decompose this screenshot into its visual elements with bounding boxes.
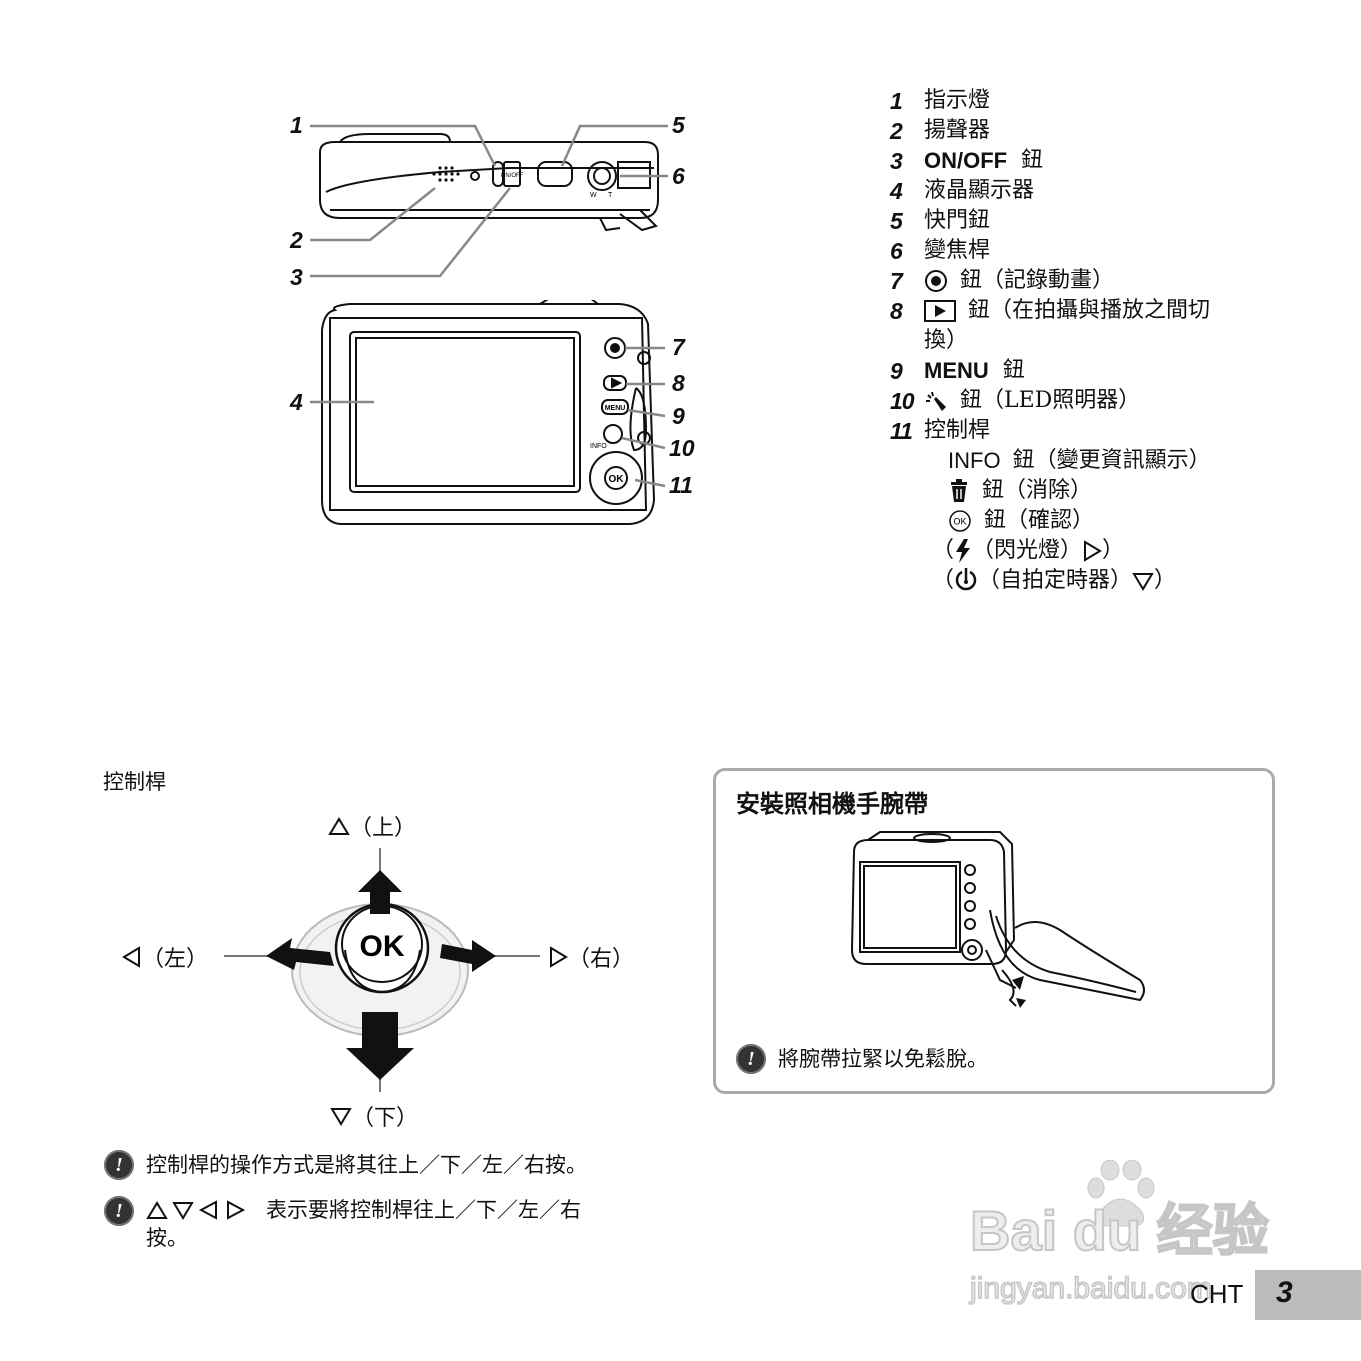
led-illuminator-icon	[926, 391, 946, 411]
page-number-bar	[1255, 1270, 1361, 1320]
callout-9: 9	[672, 403, 685, 429]
callout-10: 10	[669, 435, 695, 461]
callout-6: 6	[672, 163, 685, 189]
camera-back-view: MENU INFO OK	[310, 300, 666, 525]
direction-triangles-icon	[146, 1200, 246, 1220]
zoom-t-label: T	[608, 192, 613, 199]
self-timer-icon	[955, 568, 977, 591]
caution-icon: !	[736, 1044, 766, 1074]
page-number: 3	[1276, 1276, 1293, 1309]
zoom-w-label: W	[590, 192, 597, 199]
ok-button-label: OK	[360, 930, 405, 963]
direction-left-label: （左）	[122, 941, 208, 973]
sub-item-flash: （ （閃光燈） ）	[932, 538, 1125, 563]
ok-icon: OK	[949, 510, 971, 532]
direction-down-label: （下）	[330, 1100, 418, 1132]
control-heading: 控制桿	[103, 771, 166, 794]
direction-up-label: （上）	[328, 810, 416, 842]
down-triangle-icon	[1132, 573, 1154, 591]
left-triangle-icon	[122, 946, 140, 968]
direction-right-label: （右）	[548, 941, 634, 973]
sub-item-trash: 鈕（消除）	[890, 476, 1290, 506]
camera-top-view: ON/OFF W T	[310, 124, 668, 278]
down-triangle-icon	[330, 1108, 352, 1126]
menu-mini-label: MENU	[605, 405, 626, 412]
watermark-url: jingyan.baidu.com	[969, 1272, 1212, 1305]
callout-3: 3	[290, 264, 303, 290]
language-code: CHT	[1190, 1279, 1244, 1309]
list-item: 10 鈕（LED照明器）	[890, 388, 1141, 414]
control-dial-diagram: OK	[224, 848, 540, 1092]
movie-record-icon	[925, 270, 947, 292]
flash-icon	[956, 539, 971, 563]
callout-7: 7	[672, 334, 685, 360]
caution-icon: !	[104, 1196, 134, 1226]
info-mini-label: INFO	[590, 443, 607, 450]
list-item: 7 鈕（記錄動畫）	[890, 268, 1115, 294]
callout-11: 11	[669, 472, 693, 498]
playback-icon	[924, 300, 956, 322]
watermark-logo: Bai du 经验	[970, 1199, 1269, 1262]
strap-box	[713, 768, 1275, 1094]
list-item-continuation: 換）	[924, 328, 969, 353]
right-triangle-icon	[1084, 540, 1102, 562]
callout-5: 5	[672, 112, 685, 138]
callout-2: 2	[290, 227, 303, 253]
ok-mini-label: OK	[609, 474, 625, 485]
baidu-jingyan-watermark: Bai du 经验 jingyan.baidu.com	[968, 1160, 1270, 1306]
strap-camera-illustration	[850, 831, 1145, 1008]
up-triangle-icon	[328, 817, 350, 835]
sub-item-self-timer: （ （自拍定時器） ）	[932, 568, 1177, 593]
note-2: ! 表示要將控制桿往上／下／左／右 按。	[104, 1196, 684, 1252]
callout-4: 4	[290, 389, 303, 415]
right-triangle-icon	[550, 946, 568, 968]
trash-icon	[951, 479, 967, 502]
callout-8: 8	[672, 370, 685, 396]
callout-1: 1	[290, 112, 303, 138]
note-1: ! 控制桿的操作方式是將其往上／下／左／右按。	[104, 1150, 684, 1180]
svg-text:OK: OK	[953, 517, 966, 527]
caution-icon: !	[104, 1150, 134, 1180]
strap-note: ! 將腕帶拉緊以免鬆脫。	[736, 1044, 988, 1074]
onoff-mini-label: ON/OFF	[501, 173, 524, 179]
list-item: 8 鈕（在拍攝與播放之間切	[890, 298, 1211, 324]
sub-item-ok: OK 鈕（確認）	[890, 506, 1290, 536]
strap-title: 安裝照相機手腕帶	[736, 791, 928, 818]
